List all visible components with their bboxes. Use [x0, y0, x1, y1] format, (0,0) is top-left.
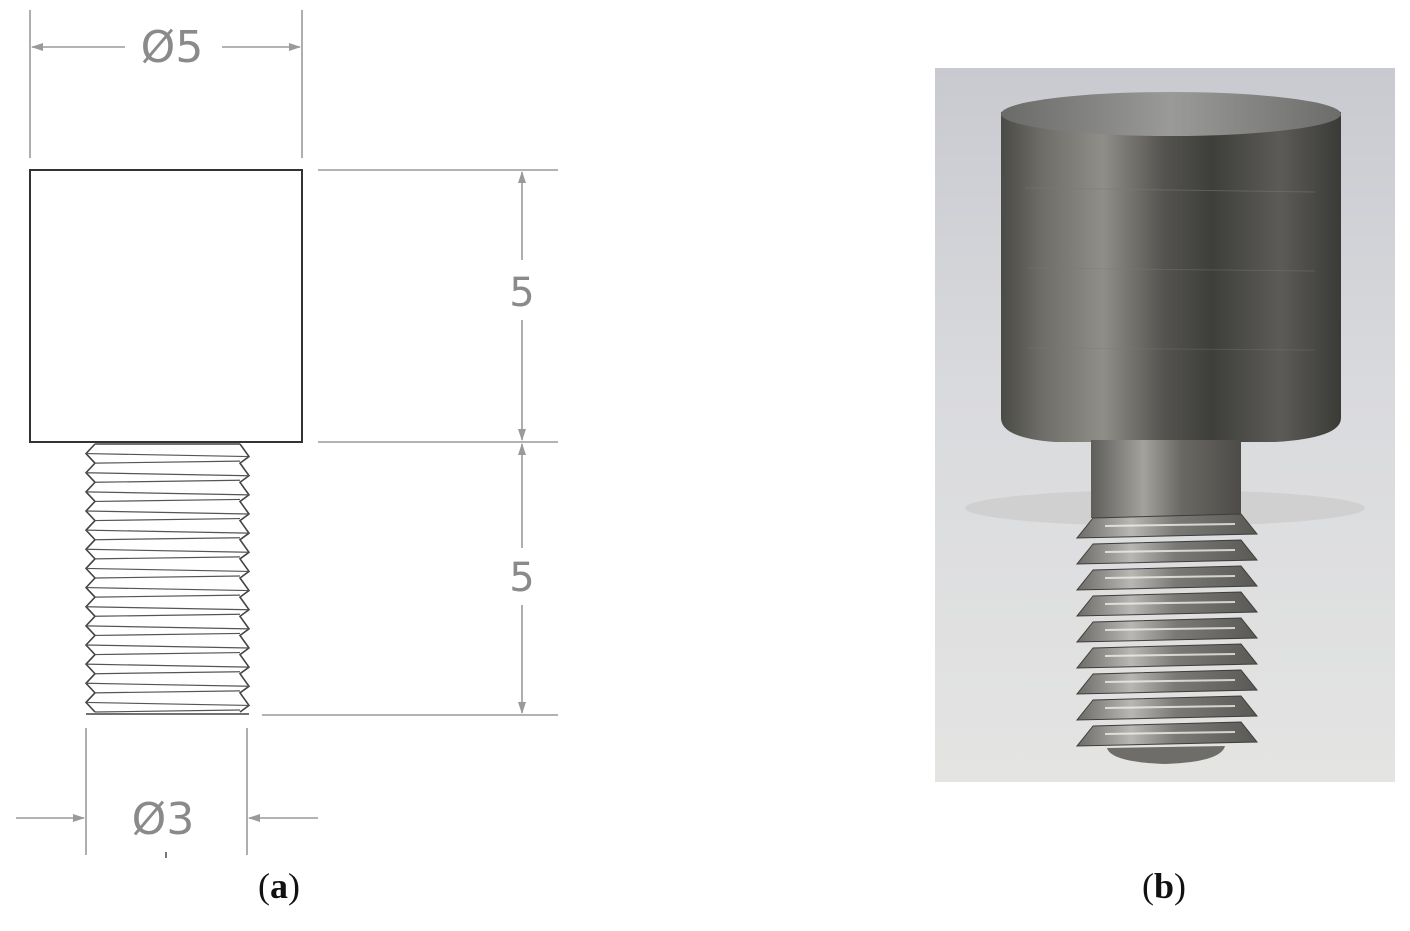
thread-root-line	[94, 594, 241, 598]
thread-root-line	[94, 498, 241, 503]
thread-crest-line	[85, 606, 250, 611]
thread-diameter-label: Ø3	[132, 794, 195, 845]
thread-section	[84, 443, 251, 715]
thread-root-line	[94, 671, 241, 675]
head-diameter-label: Ø5	[141, 22, 204, 73]
photo-thread-highlight	[1104, 575, 1236, 579]
thread-crest-line	[85, 663, 250, 668]
thread-root-line	[94, 537, 241, 541]
caption-b: (b)	[1142, 866, 1187, 906]
thread-crest-line	[85, 701, 250, 707]
dimension-vertical: 5 5	[262, 169, 558, 716]
thread-root-line	[94, 575, 241, 579]
photo-thread-highlight	[1104, 523, 1236, 527]
thread-crest-line	[85, 682, 250, 687]
dimension-thread-diameter: Ø3	[16, 728, 318, 858]
thread-root-line	[94, 632, 241, 637]
thread-crest-line	[85, 510, 250, 515]
technical-drawing: Ø5 5 5 Ø3	[16, 10, 558, 858]
dimension-head-diameter: Ø5	[29, 10, 303, 158]
thread-crest-line	[85, 452, 250, 458]
thread-crest-line	[85, 548, 250, 553]
caption-a: (a)	[258, 866, 300, 906]
photo-thread-highlight	[1104, 705, 1236, 709]
thread-crest-line	[85, 529, 250, 534]
photo-thread-highlight	[1104, 601, 1236, 605]
thread-crest-line	[85, 567, 250, 573]
thread-root-line	[94, 517, 241, 522]
photo-thread-highlight	[1104, 627, 1236, 631]
thread-root-line	[94, 651, 241, 656]
thread-crest-line	[85, 644, 250, 649]
head-height-label: 5	[509, 270, 534, 316]
thread-crest-line	[85, 472, 250, 477]
head-outline	[29, 169, 303, 443]
part-photo	[935, 68, 1395, 782]
thread-root-line	[94, 460, 241, 464]
thread-root-line	[94, 690, 241, 694]
thread-crest-line	[85, 491, 250, 496]
thread-root-line	[94, 556, 241, 560]
photo-thread-highlight	[1104, 731, 1236, 735]
photo-thread-highlight	[1104, 679, 1236, 683]
thread-crest-line	[85, 625, 250, 630]
thread-root-line	[94, 613, 241, 617]
photo-thread-tip	[1107, 746, 1225, 764]
thread-root-line	[94, 479, 241, 483]
photo-thread-highlight	[1104, 653, 1236, 657]
photo-thread-highlight	[1104, 549, 1236, 553]
thread-root-line	[94, 709, 241, 713]
thread-length-label: 5	[509, 555, 534, 601]
thread-crest-line	[85, 586, 250, 592]
